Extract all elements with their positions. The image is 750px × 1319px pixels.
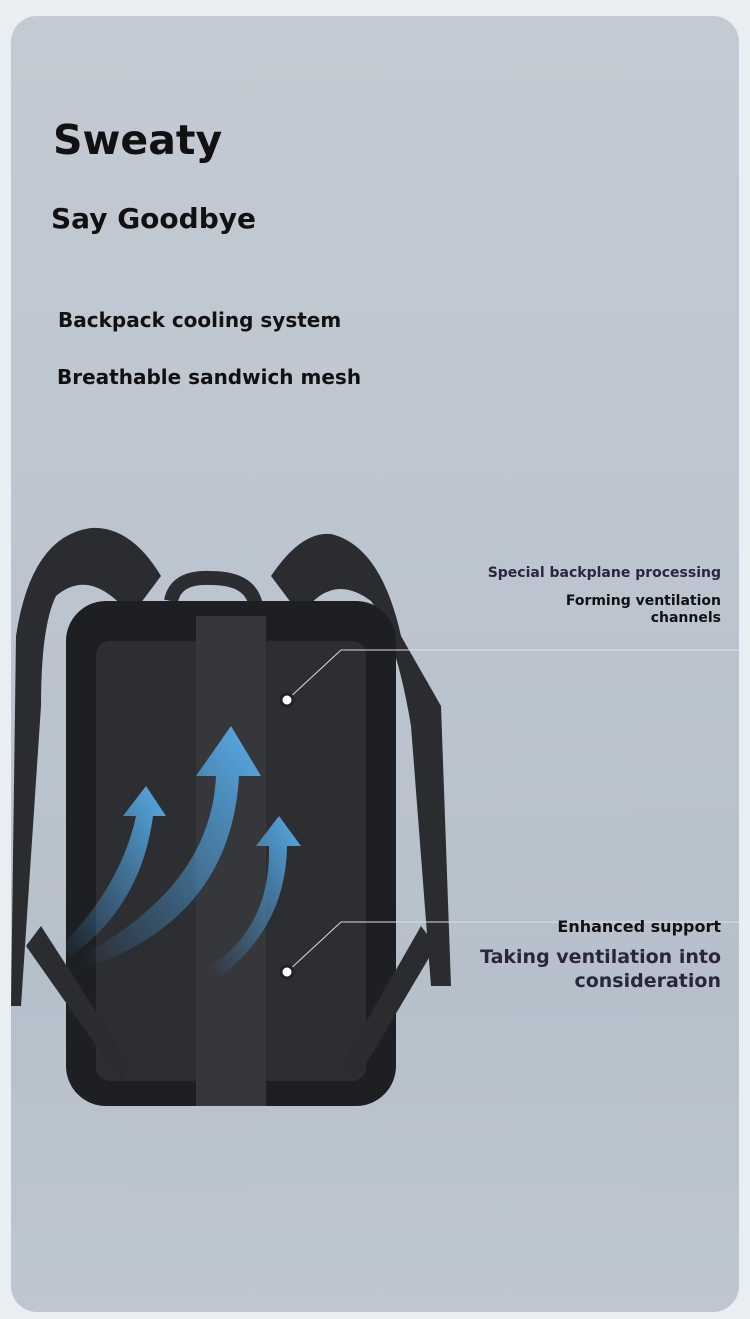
callout-1-line-1: Forming ventilation	[565, 593, 721, 609]
callout-1-line-2: channels	[650, 610, 721, 626]
subheadline: Say Goodbye	[51, 202, 256, 235]
callout-2-line-2: consideration	[574, 970, 721, 992]
callout-1-description: Forming ventilation channels	[566, 593, 721, 627]
feature-2: Breathable sandwich mesh	[57, 365, 362, 389]
callout-1-title: Special backplane processing	[487, 565, 721, 581]
product-panel: Sweaty Say Goodbye Backpack cooling syst…	[11, 16, 739, 1312]
callout-2-description: Taking ventilation into consideration	[480, 945, 721, 993]
callout-2-title: Enhanced support	[557, 917, 721, 936]
headline: Sweaty	[53, 116, 223, 164]
feature-1: Backpack cooling system	[58, 308, 342, 332]
backpack-image	[11, 527, 739, 1106]
callout-2-line-1: Taking ventilation into	[480, 946, 721, 968]
